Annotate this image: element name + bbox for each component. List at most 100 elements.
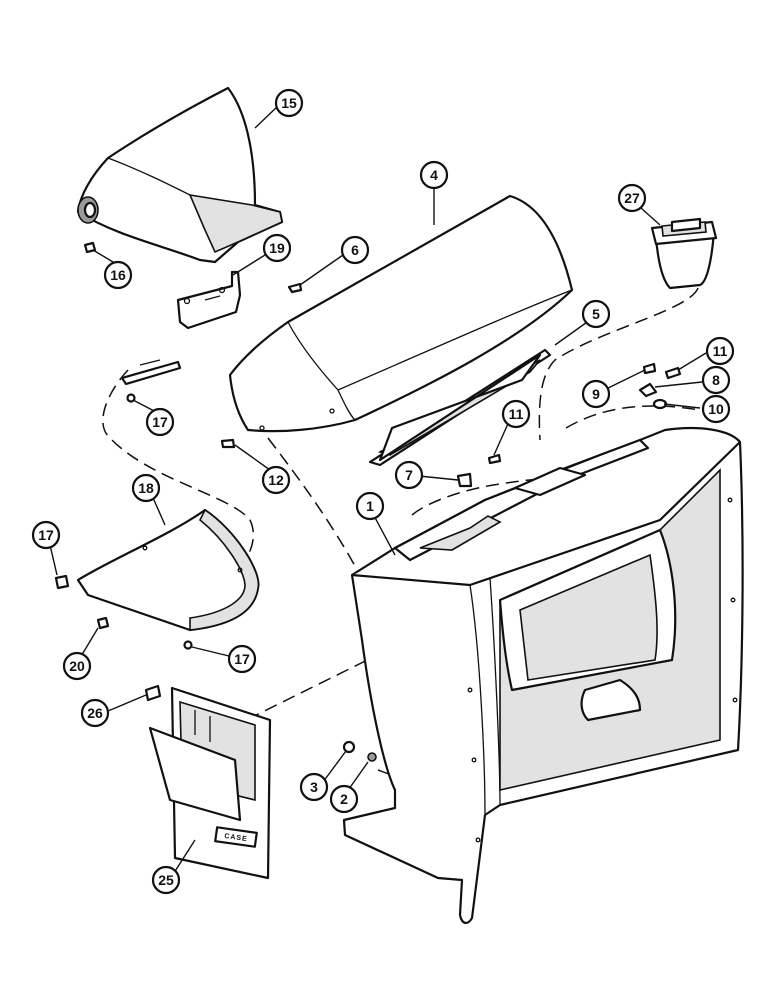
- screw-12-icon: [220, 438, 236, 449]
- clip-8-icon: [638, 382, 658, 398]
- callout-11-lower: 11: [501, 399, 531, 429]
- callout-27: 27: [617, 183, 647, 213]
- callout-circle: [581, 379, 611, 409]
- callout-3: 3: [299, 772, 329, 802]
- callout-circle: [151, 865, 181, 895]
- callout-label: 10: [708, 401, 724, 417]
- callout-6: 6: [340, 235, 370, 265]
- callout-label: 25: [158, 872, 174, 888]
- callout-label: 17: [38, 527, 54, 543]
- callout-circle: [701, 365, 731, 395]
- callout-circle: [701, 394, 731, 424]
- part-19-bracket: [176, 270, 242, 330]
- callout-4: 4: [419, 160, 449, 190]
- callout-circle: [274, 88, 304, 118]
- callout-circle: [62, 651, 92, 681]
- clip-11-lower-icon: [487, 453, 502, 465]
- callout-circle: [261, 465, 291, 495]
- clip-16-icon: [54, 574, 70, 590]
- callout-label: 3: [310, 779, 318, 795]
- callout-8: 8: [701, 365, 731, 395]
- screw-17-lower-icon: [183, 640, 193, 650]
- callout-2: 2: [329, 784, 359, 814]
- callout-19: 19: [262, 233, 292, 263]
- callout-label: 17: [152, 414, 168, 430]
- callout-label: 12: [268, 472, 284, 488]
- callout-label: 6: [351, 242, 359, 258]
- callout-circle: [617, 183, 647, 213]
- callout-20: 20: [62, 651, 92, 681]
- callout-circle: [340, 235, 370, 265]
- clip-11-upper-icon: [664, 366, 682, 380]
- screw-17-middle-icon: [126, 393, 136, 403]
- callout-15: 15: [274, 88, 304, 118]
- callout-circle: [103, 260, 133, 290]
- callout-circle: [394, 460, 424, 490]
- callout-17-middle: 17: [145, 407, 175, 437]
- callout-label: 16: [110, 267, 126, 283]
- callout-circle: [501, 399, 531, 429]
- callout-circle: [419, 160, 449, 190]
- callout-label: 11: [509, 406, 524, 422]
- part-5-trim-strip: [368, 348, 552, 467]
- callout-label: 27: [624, 190, 640, 206]
- callout-label: 17: [234, 651, 250, 667]
- part-25-lower-panel: [148, 686, 272, 880]
- case-emblem: CASE: [224, 833, 248, 843]
- callout-label: 2: [340, 791, 348, 807]
- callout-label: 4: [430, 167, 438, 183]
- washer-2-icon: [367, 752, 377, 762]
- callout-label: 20: [69, 658, 85, 674]
- callout-18: 18: [131, 473, 161, 503]
- leader-lines: [49, 105, 707, 877]
- callout-9: 9: [581, 379, 611, 409]
- callout-label: 18: [138, 480, 154, 496]
- callout-16: 17: [31, 520, 61, 550]
- callout-circle: [31, 520, 61, 550]
- callout-12: 12: [261, 465, 291, 495]
- screw-6-icon: [287, 282, 303, 294]
- callout-5: 5: [581, 299, 611, 329]
- callout-circle: [705, 336, 735, 366]
- callout-label: 8: [712, 372, 720, 388]
- callout-circle: [299, 772, 329, 802]
- screw-9-icon: [642, 362, 657, 375]
- callout-circle: [355, 491, 385, 521]
- callout-label: 26: [87, 705, 103, 721]
- callout-label: 5: [592, 306, 600, 322]
- callout-label: 9: [592, 386, 600, 402]
- callout-label: 19: [269, 240, 285, 256]
- callout-circle: [131, 473, 161, 503]
- callout-17-lower: 17: [227, 644, 257, 674]
- callout-label: 7: [405, 467, 413, 483]
- part-1-console-body: [342, 427, 744, 924]
- callout-17-upper: 16: [103, 260, 133, 290]
- callout-circle: [145, 407, 175, 437]
- callout-circle: [581, 299, 611, 329]
- screw-20-icon: [96, 616, 110, 630]
- hardware-fasteners: [54, 241, 682, 762]
- part-27-receptacle: [650, 217, 718, 290]
- callout-25: 25: [151, 865, 181, 895]
- callout-circle: [80, 698, 110, 728]
- part-18-shelf-panel: [76, 508, 260, 632]
- callout-1: 1: [355, 491, 385, 521]
- callout-circle: [227, 644, 257, 674]
- callout-circle: [329, 784, 359, 814]
- plug-26-icon: [144, 684, 162, 702]
- small-bracket: [120, 359, 182, 386]
- nut-3-icon: [342, 740, 356, 754]
- callout-26: 26: [80, 698, 110, 728]
- callout-7: 7: [394, 460, 424, 490]
- part-4-console-cover: [228, 194, 574, 433]
- callout-circle: [262, 233, 292, 263]
- screw-17-upper-icon: [83, 241, 97, 254]
- clip-7-icon: [456, 472, 473, 488]
- callout-label: 11: [713, 343, 728, 359]
- callout-10: 10: [701, 394, 731, 424]
- callout-label: 1: [366, 498, 374, 514]
- callout-11-upper: 11: [705, 336, 735, 366]
- callout-label: 15: [281, 95, 297, 111]
